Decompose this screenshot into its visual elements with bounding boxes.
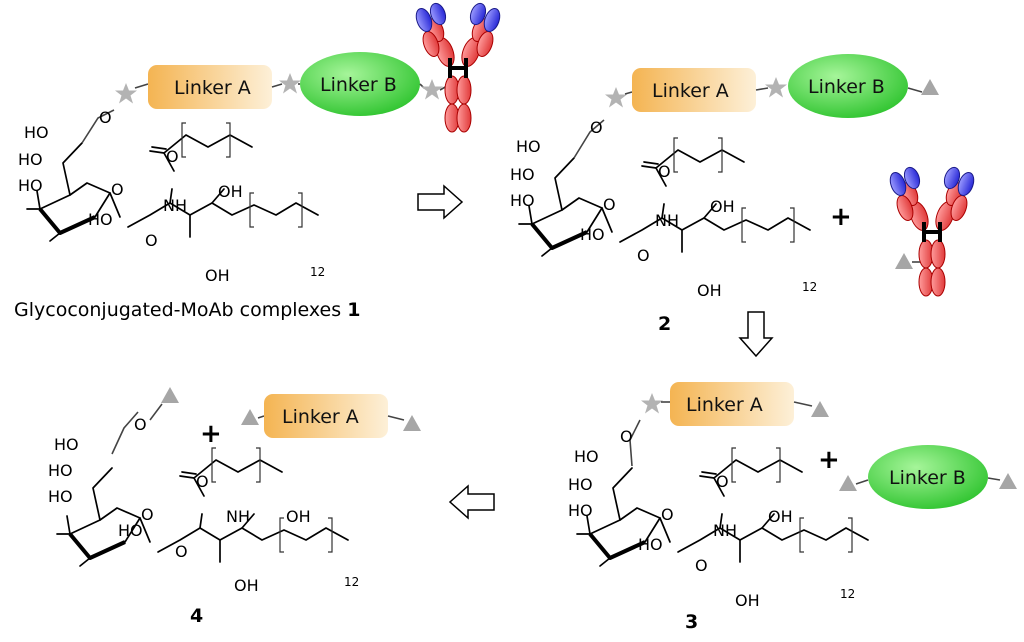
triangle-icon (161, 387, 179, 403)
compound-4: HO HO HO HO O O O NH OH OH 12 O + Linker… (48, 387, 421, 627)
c1-oh-lower: OH (205, 266, 230, 285)
compound-2: HO HO HO HO O O O NH OH OH 12 O Linker A… (510, 54, 979, 335)
star-icon (605, 87, 627, 108)
star-icon (421, 79, 443, 100)
c3-nh: NH (713, 521, 737, 540)
c1-ho-mid: HO (18, 150, 43, 169)
c4-ho-left: HO (48, 487, 73, 506)
c1-ho-top: HO (24, 123, 49, 142)
star-icon (765, 77, 787, 98)
c3-ether-o: O (620, 427, 633, 446)
c4-glycoside-o: O (175, 542, 188, 561)
linker-a-label: Linker A (174, 77, 251, 99)
c2-ho-bottom: HO (580, 225, 605, 244)
compound-4-label: 4 (190, 605, 203, 627)
c1-ring-o: O (111, 180, 124, 199)
linker-a-box (670, 382, 794, 426)
c3-ho-top: HO (574, 447, 599, 466)
c2-ho-mid: HO (510, 165, 535, 184)
linker-a-box (632, 68, 756, 112)
triangle-icon (839, 475, 857, 491)
c2-carbonyl-o: O (658, 162, 671, 181)
linker-b-ellipse (300, 52, 420, 116)
c3-ho-mid: HO (568, 475, 593, 494)
linker-a-box (148, 65, 272, 109)
c2-ho-left: HO (510, 191, 535, 210)
c1-nh: NH (163, 196, 187, 215)
linker-b-label: Linker B (320, 74, 397, 96)
plus-sign: + (818, 445, 840, 475)
c4-repeat-12: 12 (344, 575, 359, 589)
c3-ring-o: O (661, 505, 674, 524)
triangle-icon (811, 401, 829, 417)
triangle-icon (403, 415, 421, 431)
c1-ho-bottom: HO (88, 210, 113, 229)
triangle-icon (999, 473, 1017, 489)
c1-glycoside-o: O (145, 231, 158, 250)
c2-repeat-12: 12 (802, 280, 817, 294)
c4-ho-top: HO (54, 435, 79, 454)
linker-b-ellipse (788, 54, 908, 118)
c3-oh-upper: OH (768, 507, 793, 526)
antibody-icon (411, 0, 505, 134)
c1-repeat-12: 12 (310, 265, 325, 279)
c4-oh-upper: OH (286, 507, 311, 526)
linker-b-label: Linker B (808, 76, 885, 98)
plus-sign: + (830, 202, 852, 232)
c2-oh-upper: OH (710, 197, 735, 216)
star-icon (641, 393, 663, 414)
linker-a-box (264, 394, 388, 438)
plus-sign: + (200, 419, 222, 449)
linker-b-label: Linker B (889, 467, 966, 489)
c2-ether-o: O (590, 118, 603, 137)
c3-ho-left: HO (568, 501, 593, 520)
c3-repeat-12: 12 (840, 587, 855, 601)
c3-ho-bottom: HO (638, 535, 663, 554)
linker-b-ellipse (868, 445, 988, 509)
c4-nh: NH (226, 507, 250, 526)
star-icon (279, 73, 301, 94)
c2-ring-o: O (603, 195, 616, 214)
c2-oh-lower: OH (697, 281, 722, 300)
c1-ether-o: O (99, 108, 112, 127)
c4-ho-bottom: HO (118, 521, 143, 540)
arrow-left-icon (449, 485, 495, 519)
c1-oh-upper: OH (218, 182, 243, 201)
compound-2-label: 2 (658, 313, 671, 335)
triangle-icon (241, 409, 259, 425)
c4-oh-lower: OH (234, 576, 259, 595)
c1-ho-left: HO (18, 176, 43, 195)
c2-ho-top: HO (516, 137, 541, 156)
triangle-icon (921, 79, 939, 95)
linker-a-label: Linker A (282, 406, 359, 428)
triangle-icon (895, 253, 913, 269)
c2-glycoside-o: O (637, 246, 650, 265)
c2-nh: NH (655, 211, 679, 230)
c1-carbonyl-o: O (166, 147, 179, 166)
c3-oh-lower: OH (735, 591, 760, 610)
compound-3: HO HO HO HO O O O NH OH OH 12 O Linker A… (568, 382, 1017, 633)
c3-carbonyl-o: O (716, 472, 729, 491)
compound-1-caption: Glycoconjugated-MoAb complexes 1 (14, 299, 360, 321)
compound-3-label: 3 (685, 611, 698, 633)
linker-a-label: Linker A (686, 394, 763, 416)
c4-ho-mid: HO (48, 461, 73, 480)
c3-glycoside-o: O (695, 556, 708, 575)
arrow-down-icon (739, 311, 773, 357)
c4-carbonyl-o: O (196, 472, 209, 491)
linker-a-label: Linker A (652, 80, 729, 102)
antibody-icon (885, 163, 979, 298)
compound-1-complex: HO HO HO HO O O O NH OH OH 12 O Linker A… (14, 0, 505, 321)
arrow-right-icon (417, 185, 463, 219)
c4-ring-o: O (141, 505, 154, 524)
c4-ether-o: O (134, 415, 147, 434)
star-icon (115, 83, 137, 104)
